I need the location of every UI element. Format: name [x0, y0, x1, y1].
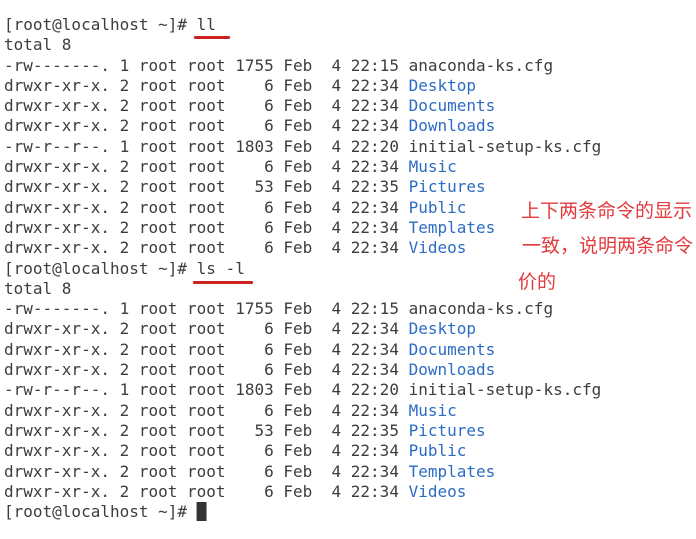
listing-row: drwxr-xr-x. 2 root root 6 Feb 4 22:34 Te… — [4, 218, 696, 238]
file-meta: drwxr-xr-x. 2 root root 6 Feb 4 22:34 — [4, 360, 409, 380]
prompt-line: [root@localhost ~]# ll — [4, 15, 696, 35]
prompt-line-final: [root@localhost ~]# █ — [4, 502, 696, 522]
file-meta: drwxr-xr-x. 2 root root 6 Feb 4 22:34 — [4, 75, 409, 95]
file-meta: drwxr-xr-x. 2 root root 53 Feb 4 22:35 — [4, 420, 409, 440]
directory-name: Desktop — [408, 75, 477, 95]
directory-name: Music — [408, 157, 457, 177]
annotation-line-1: 上下两条命令的显示 — [521, 200, 693, 222]
listing-row: drwxr-xr-x. 2 root root 6 Feb 4 22:34 Do… — [4, 340, 696, 360]
listing-row: drwxr-xr-x. 2 root root 6 Feb 4 22:34 Te… — [4, 462, 696, 482]
shell-prompt: [root@localhost ~]# — [4, 258, 197, 278]
red-underline-ls-l — [193, 281, 253, 284]
directory-name: Templates — [408, 217, 496, 237]
directory-name: Videos — [408, 481, 467, 501]
directory-name: Documents — [408, 96, 496, 116]
listing-row: drwxr-xr-x. 2 root root 6 Feb 4 22:34 Do… — [4, 116, 696, 136]
file-meta: drwxr-xr-x. 2 root root 6 Feb 4 22:34 — [4, 96, 409, 116]
file-meta: -rw-r--r--. 1 root root 1803 Feb 4 22:20 — [4, 380, 409, 400]
listing-row: drwxr-xr-x. 2 root root 6 Feb 4 22:34 Vi… — [4, 482, 696, 502]
directory-name: Templates — [408, 461, 496, 481]
listing-row: -rw-r--r--. 1 root root 1803 Feb 4 22:20… — [4, 380, 696, 400]
listing-row: drwxr-xr-x. 2 root root 6 Feb 4 22:34 Do… — [4, 360, 696, 380]
prompt-line: [root@localhost ~]# ls -l — [4, 259, 696, 279]
command-text: ls -l — [196, 258, 245, 278]
terminal-cursor: █ — [196, 502, 207, 522]
annotation-line-3: 价的 — [518, 271, 557, 293]
file-meta: drwxr-xr-x. 2 root root 6 Feb 4 22:34 — [4, 197, 409, 217]
shell-prompt: [root@localhost ~]# — [4, 502, 197, 522]
file-meta: drwxr-xr-x. 2 root root 6 Feb 4 22:34 — [4, 441, 409, 461]
directory-name: Desktop — [408, 319, 477, 339]
directory-name: Pictures — [408, 177, 486, 197]
directory-name: Documents — [408, 339, 496, 359]
listing-row: -rw-r--r--. 1 root root 1803 Feb 4 22:20… — [4, 137, 696, 157]
directory-name: Pictures — [408, 420, 486, 440]
file-name: anaconda-ks.cfg — [408, 299, 554, 319]
listing-row: drwxr-xr-x. 2 root root 6 Feb 4 22:34 Pu… — [4, 441, 696, 461]
listing-row: drwxr-xr-x. 2 root root 6 Feb 4 22:34 De… — [4, 319, 696, 339]
file-meta: drwxr-xr-x. 2 root root 53 Feb 4 22:35 — [4, 177, 409, 197]
file-meta: drwxr-xr-x. 2 root root 6 Feb 4 22:34 — [4, 116, 409, 136]
file-name: initial-setup-ks.cfg — [408, 136, 602, 156]
red-underline-ll — [194, 36, 230, 39]
total-line: total 8 — [4, 278, 72, 298]
directory-name: Downloads — [408, 116, 496, 136]
listing-row: -rw-------. 1 root root 1755 Feb 4 22:15… — [4, 56, 696, 76]
total-line: total 8 — [4, 35, 72, 55]
listing-row: drwxr-xr-x. 2 root root 6 Feb 4 22:34 Do… — [4, 96, 696, 116]
annotation-line-2: 一致，说明两条命令 — [522, 235, 694, 257]
listing-row: -rw-------. 1 root root 1755 Feb 4 22:15… — [4, 299, 696, 319]
listing-row: drwxr-xr-x. 2 root root 6 Feb 4 22:34 Mu… — [4, 157, 696, 177]
file-name: anaconda-ks.cfg — [408, 55, 554, 75]
file-meta: drwxr-xr-x. 2 root root 6 Feb 4 22:34 — [4, 238, 409, 258]
directory-name: Public — [408, 441, 467, 461]
file-meta: drwxr-xr-x. 2 root root 6 Feb 4 22:34 — [4, 481, 409, 501]
file-meta: drwxr-xr-x. 2 root root 6 Feb 4 22:34 — [4, 339, 409, 359]
listing-row: drwxr-xr-x. 2 root root 53 Feb 4 22:35 P… — [4, 421, 696, 441]
directory-name: Music — [408, 400, 457, 420]
command-text: ll — [196, 15, 216, 34]
file-meta: drwxr-xr-x. 2 root root 6 Feb 4 22:34 — [4, 217, 409, 237]
directory-name: Downloads — [408, 360, 496, 380]
listing-row: drwxr-xr-x. 2 root root 6 Feb 4 22:34 De… — [4, 76, 696, 96]
directory-name: Public — [408, 197, 467, 217]
shell-prompt: [root@localhost ~]# — [4, 15, 197, 34]
file-meta: drwxr-xr-x. 2 root root 6 Feb 4 22:34 — [4, 157, 409, 177]
file-meta: -rw-------. 1 root root 1755 Feb 4 22:15 — [4, 55, 409, 75]
file-meta: -rw-------. 1 root root 1755 Feb 4 22:15 — [4, 299, 409, 319]
listing-row: drwxr-xr-x. 2 root root 6 Feb 4 22:34 Mu… — [4, 401, 696, 421]
file-meta: -rw-r--r--. 1 root root 1803 Feb 4 22:20 — [4, 136, 409, 156]
file-meta: drwxr-xr-x. 2 root root 6 Feb 4 22:34 — [4, 319, 409, 339]
file-meta: drwxr-xr-x. 2 root root 6 Feb 4 22:34 — [4, 461, 409, 481]
directory-name: Videos — [408, 238, 467, 258]
listing-row: drwxr-xr-x. 2 root root 6 Feb 4 22:34 Pu… — [4, 198, 696, 218]
listing-row: drwxr-xr-x. 2 root root 53 Feb 4 22:35 P… — [4, 177, 696, 197]
file-name: initial-setup-ks.cfg — [408, 380, 602, 400]
file-meta: drwxr-xr-x. 2 root root 6 Feb 4 22:34 — [4, 400, 409, 420]
listing-row: drwxr-xr-x. 2 root root 6 Feb 4 22:34 Vi… — [4, 238, 696, 258]
